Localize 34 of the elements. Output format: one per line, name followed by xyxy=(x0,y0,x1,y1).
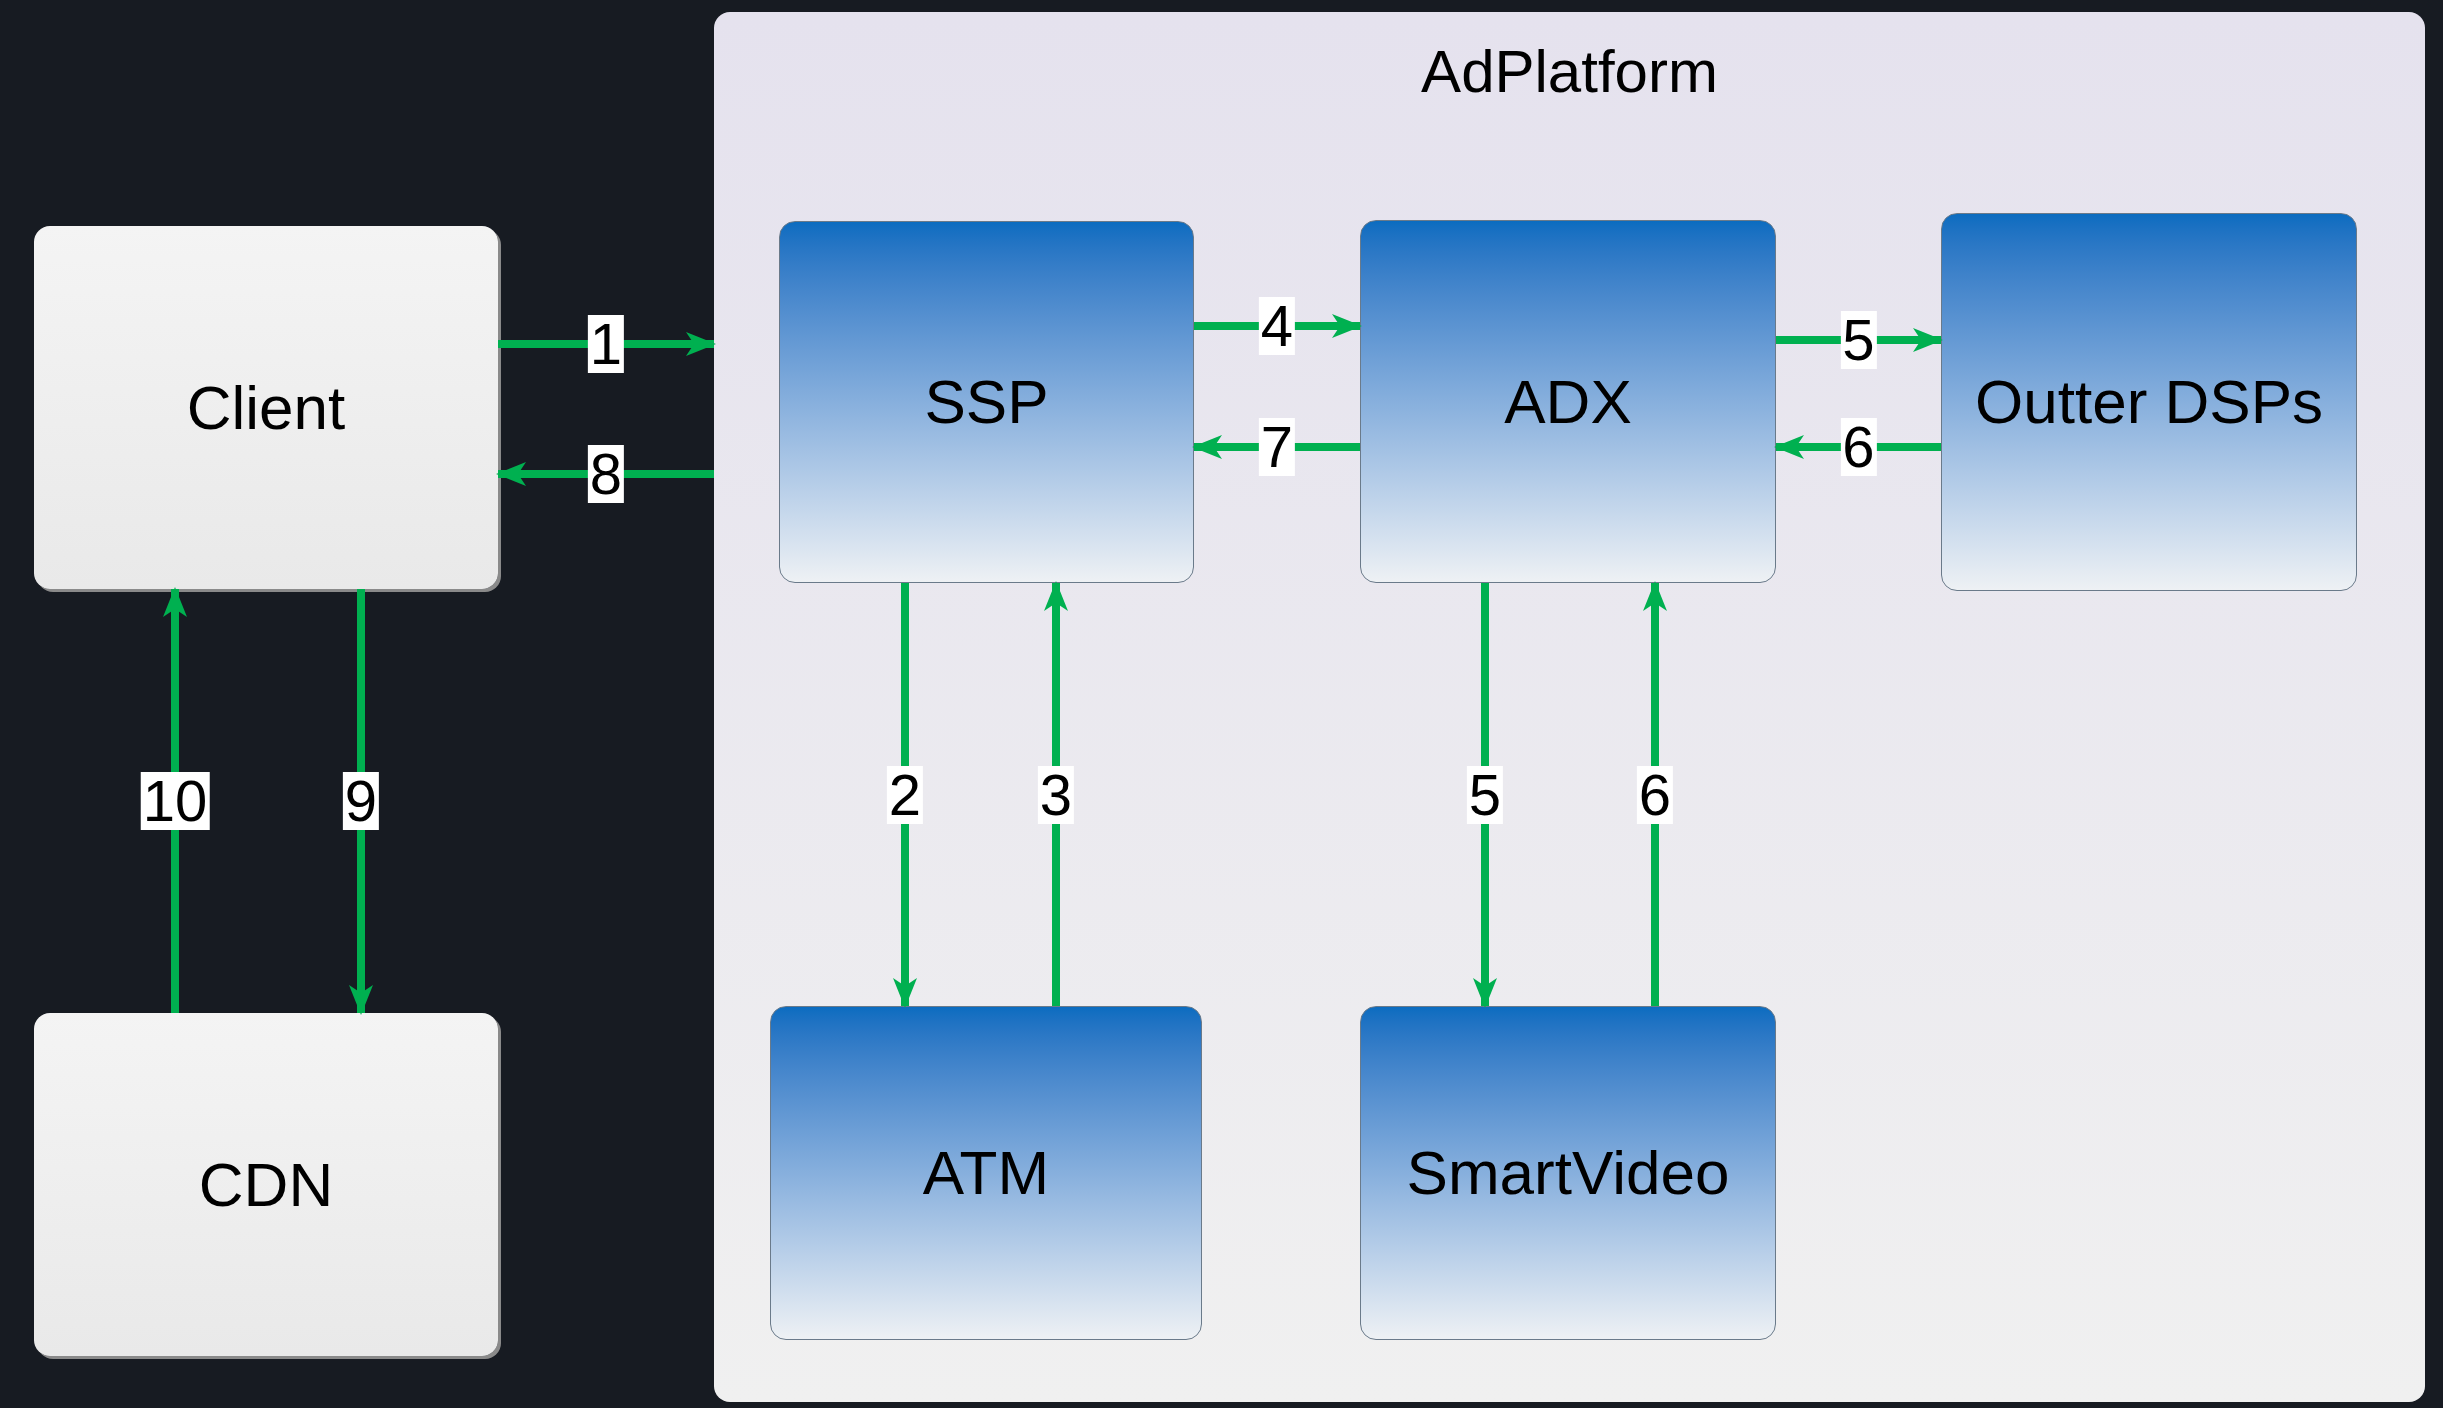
edge-label: 7 xyxy=(1258,418,1296,476)
arrow xyxy=(893,583,917,1008)
edge-label: 5 xyxy=(1840,311,1877,369)
platform-container xyxy=(714,12,2425,1402)
edge-label: 5 xyxy=(1466,765,1504,824)
edge-label: 3 xyxy=(1037,765,1075,824)
module-box xyxy=(1360,220,1776,583)
edge-label: 6 xyxy=(1840,418,1877,476)
process-box xyxy=(34,1013,498,1356)
arrow xyxy=(349,589,373,1015)
node-label: SSP xyxy=(924,371,1049,433)
process-box xyxy=(34,226,498,589)
node-label: CDN xyxy=(198,1153,334,1216)
arrow xyxy=(1643,581,1667,1006)
arrow xyxy=(1044,581,1068,1006)
edge-label: 1 xyxy=(587,315,625,373)
edge-label: 10 xyxy=(140,772,210,830)
module-box xyxy=(770,1006,1202,1340)
edge-label: 9 xyxy=(342,772,380,830)
node-label: Outter DSPs xyxy=(1975,371,2323,433)
edge-label: 6 xyxy=(1636,765,1674,824)
arrow xyxy=(1473,583,1497,1008)
node-label: SmartVideo xyxy=(1406,1142,1730,1204)
container-title: AdPlatform xyxy=(1421,42,1718,102)
edge-label: 2 xyxy=(886,765,924,824)
node-label: ATM xyxy=(922,1142,1050,1204)
edge-label: 8 xyxy=(587,445,625,503)
module-box xyxy=(1360,1006,1776,1340)
arrow xyxy=(163,587,187,1013)
node-label: Client xyxy=(186,376,346,439)
module-box xyxy=(1941,213,2357,591)
node-label: ADX xyxy=(1504,370,1632,433)
edge-label: 4 xyxy=(1258,297,1296,355)
module-box xyxy=(779,221,1194,583)
